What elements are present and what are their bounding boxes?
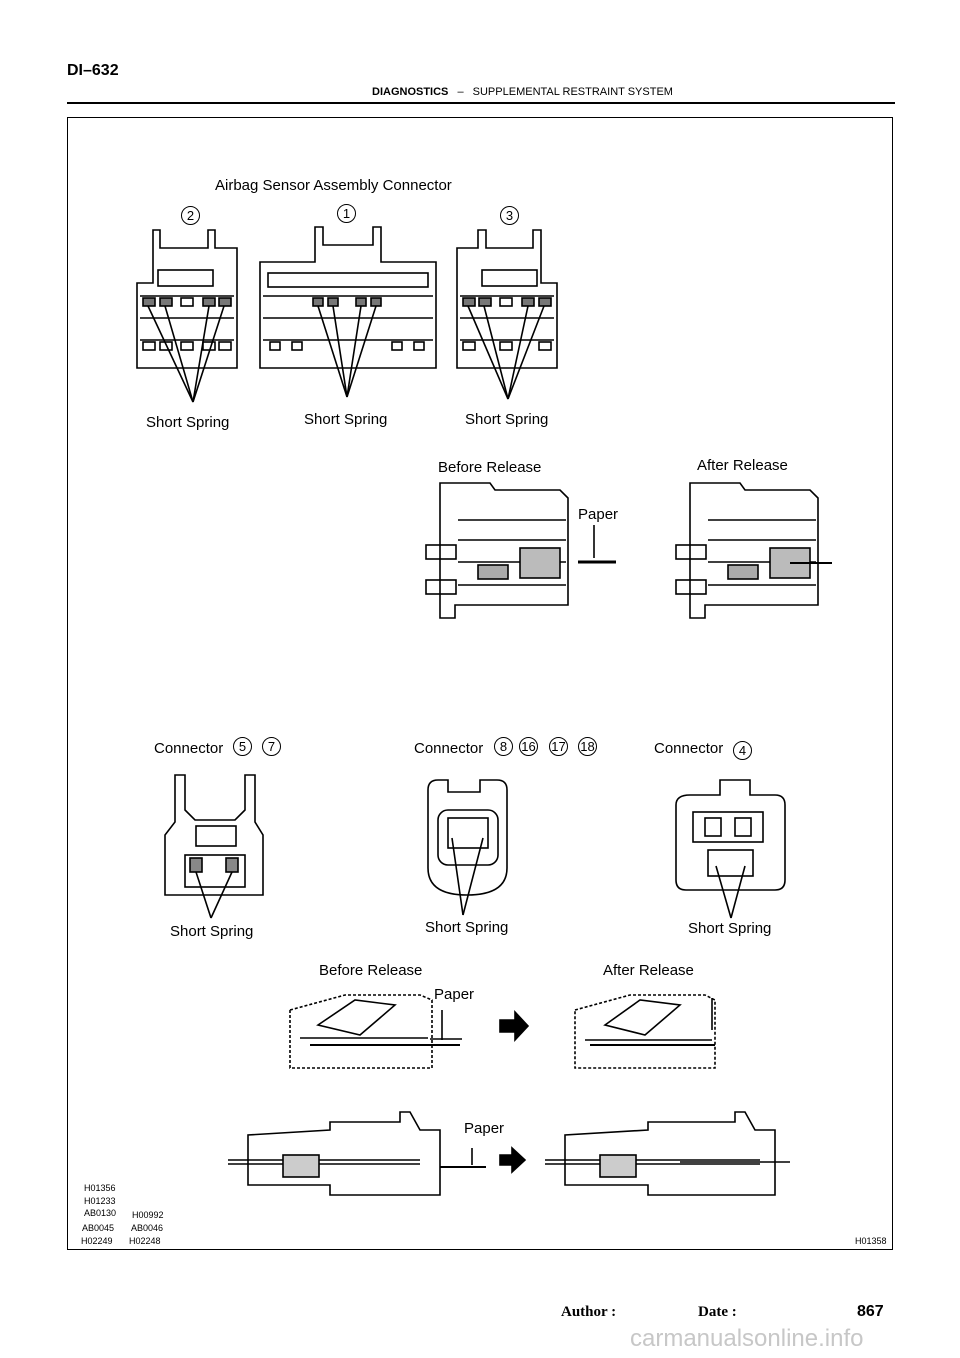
connector-number-5: 5 (233, 737, 252, 756)
paper-label-3: Paper (464, 1120, 505, 1137)
before-release-terminal-drawing (289, 994, 462, 1069)
connector-label-a: Connector (154, 740, 224, 757)
connector-number-18: 18 (578, 737, 597, 756)
after-release-housing-drawing (545, 1111, 790, 1196)
connector-number-16: 16 (519, 737, 538, 756)
connector-1-drawing (259, 226, 437, 398)
paper-label-1: Paper (578, 506, 619, 523)
short-spring-label-1: Short Spring (304, 411, 388, 428)
figure-code: H01358 (855, 1236, 887, 1246)
short-spring-label-8: Short Spring (425, 919, 509, 936)
connector-label-c: Connector (654, 740, 724, 757)
connector-label-b: Connector (414, 740, 484, 757)
ref-code: H02249 (81, 1236, 113, 1246)
connector-3-drawing (456, 229, 558, 400)
before-release-label: Before Release (438, 459, 542, 476)
ref-code: H01356 (84, 1183, 116, 1193)
ref-code: AB0045 (82, 1223, 115, 1233)
connector-number-1: 1 (337, 204, 356, 223)
figure-frame (67, 117, 893, 1250)
figure-title: Airbag Sensor Assembly Connector (215, 177, 452, 194)
after-release-terminal-drawing (574, 994, 716, 1069)
date-label: Date : (698, 1304, 737, 1320)
arrow-1 (499, 1009, 530, 1043)
connector-number-17: 17 (549, 737, 568, 756)
connector-number-8: 8 (494, 737, 513, 756)
page-number: 867 (857, 1303, 884, 1320)
connector-number-3: 3 (500, 206, 519, 225)
ref-code: H02248 (129, 1236, 161, 1246)
watermark: carmanualsonline.info (630, 1325, 864, 1352)
after-release-cross-section (675, 482, 832, 619)
before-release-housing-drawing (228, 1111, 486, 1196)
ref-code: H01233 (84, 1196, 116, 1206)
header-rule (67, 102, 895, 104)
header-separator: – (457, 86, 464, 98)
ref-code: AB0046 (131, 1223, 164, 1233)
page-code: DI–632 (67, 62, 119, 79)
connector-number-7: 7 (262, 737, 281, 756)
connector-5-7-drawing (164, 774, 264, 919)
header-subsection: SUPPLEMENTAL RESTRAINT SYSTEM (472, 86, 673, 98)
arrow-2 (499, 1146, 527, 1174)
short-spring-label-4: Short Spring (688, 920, 772, 937)
short-spring-label-3: Short Spring (465, 411, 549, 428)
ref-code: AB0130 (84, 1208, 117, 1218)
after-release-label: After Release (697, 457, 788, 474)
author-label: Author : (561, 1304, 617, 1320)
paper-label-2: Paper (434, 986, 475, 1003)
header-title: DIAGNOSTICS – SUPPLEMENTAL RESTRAINT SYS… (372, 86, 673, 98)
short-spring-label-5-7: Short Spring (170, 923, 254, 940)
before-release-label-2: Before Release (319, 962, 423, 979)
short-spring-label-2: Short Spring (146, 414, 230, 431)
connector-number-4: 4 (733, 741, 752, 760)
connector-8-16-17-18-drawing (427, 779, 508, 916)
connector-4-drawing (675, 779, 786, 919)
connector-2-drawing (136, 229, 238, 403)
connector-number-2: 2 (181, 206, 200, 225)
after-release-label-2: After Release (603, 962, 694, 979)
ref-code: H00992 (132, 1210, 164, 1220)
header-section: DIAGNOSTICS (372, 86, 449, 98)
before-release-cross-section (425, 482, 616, 619)
